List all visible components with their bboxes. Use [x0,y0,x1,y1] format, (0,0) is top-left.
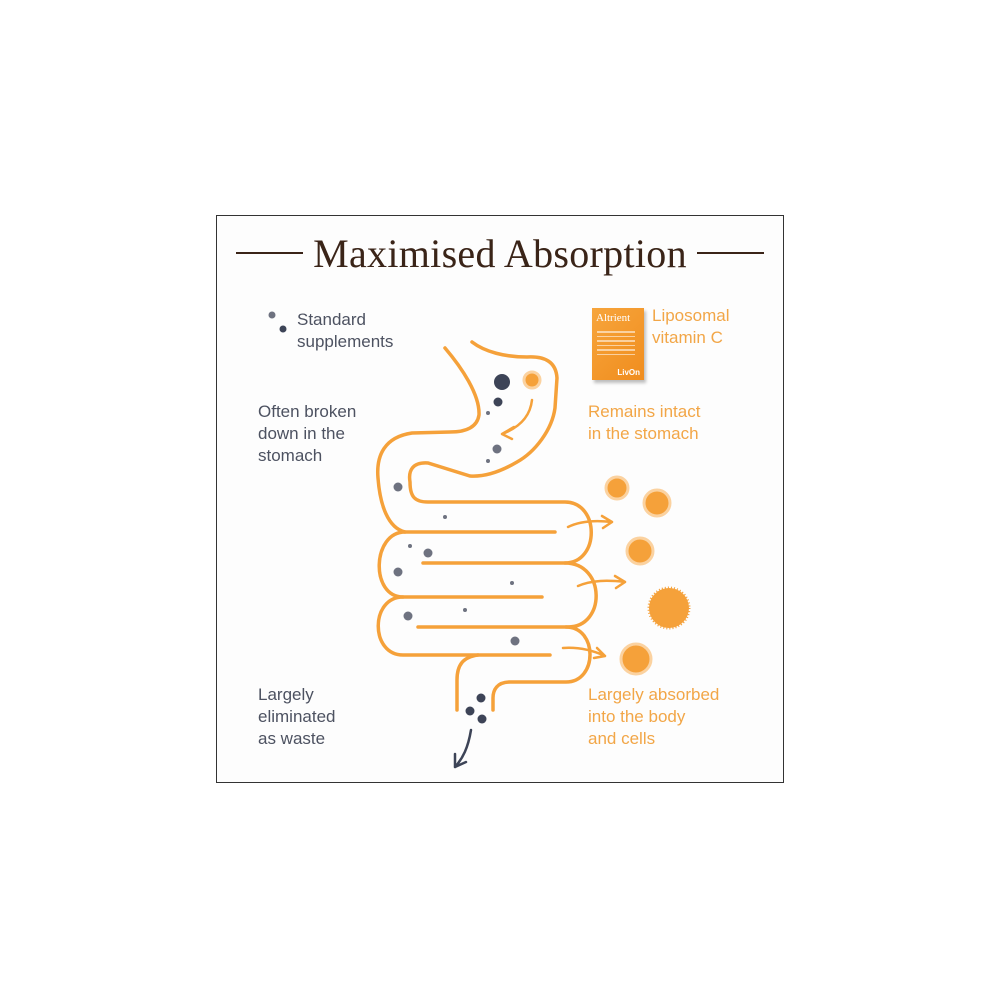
product-label-1: Liposomal [652,306,730,325]
absorb-arrow-1 [566,514,614,530]
stomach-arrow [500,398,534,441]
liposome-stomach [522,370,542,390]
diagram-frame [216,215,784,783]
note-line: Often broken [258,402,357,421]
note-broken-down: Often broken down in the stomach [258,401,356,467]
liposomes [522,370,691,676]
title-rule-right [696,252,764,254]
title-rule-left [236,252,304,254]
note-line: into the body [588,707,686,726]
note-line: Largely absorbed [588,685,720,704]
legend-line-2: supplements [297,332,394,351]
product-label-2: vitamin C [652,328,723,347]
absorb-arrow-3 [561,646,607,660]
liposome-4 [647,586,691,630]
note-line: Largely [258,685,314,704]
note-line: eliminated [258,707,336,726]
note-line: stomach [258,446,323,465]
absorb-arrow-2 [576,574,627,590]
legend-line-1: Standard [297,310,366,329]
note-line: as waste [258,729,326,748]
sachet-brand: Altrient [596,312,631,324]
note-line: and cells [588,729,656,748]
page-title: Maximised Absorption [313,230,687,276]
stomach-left-wall [376,346,557,534]
supplement-particles [393,374,520,724]
legend-dots-icon [268,311,287,333]
loop-left-bend-2 [376,595,552,657]
note-remains-intact: Remains intact in the stomach [588,401,700,445]
loop-right-bend-3 [491,625,592,712]
liposome-3 [625,536,655,566]
sachet-maker: LivOn [617,368,640,377]
product-sachet-image: Altrient LivOn [592,308,644,380]
liposome-1 [604,475,630,501]
absorption-arrows [500,398,627,660]
waste-arrow [453,728,473,769]
note-eliminated: Largely eliminated as waste [258,684,336,750]
intestine-outline [376,340,598,712]
note-line: Remains intact [588,402,701,421]
note-line: down in the [258,424,345,443]
liposome-2 [642,488,672,518]
legend-standard-supplements: Standard supplements [297,309,393,353]
legend-liposomal-vitamin-c: Liposomal vitamin C [652,305,730,349]
rectum-left-wall [455,653,480,712]
note-line: in the stomach [588,424,699,443]
stomach-right-wall [407,340,593,565]
loop-right-bend-2 [416,561,598,629]
note-absorbed: Largely absorbed into the body and cells [588,684,719,750]
title-bar: Maximised Absorption [236,228,764,278]
liposome-5 [619,642,653,676]
